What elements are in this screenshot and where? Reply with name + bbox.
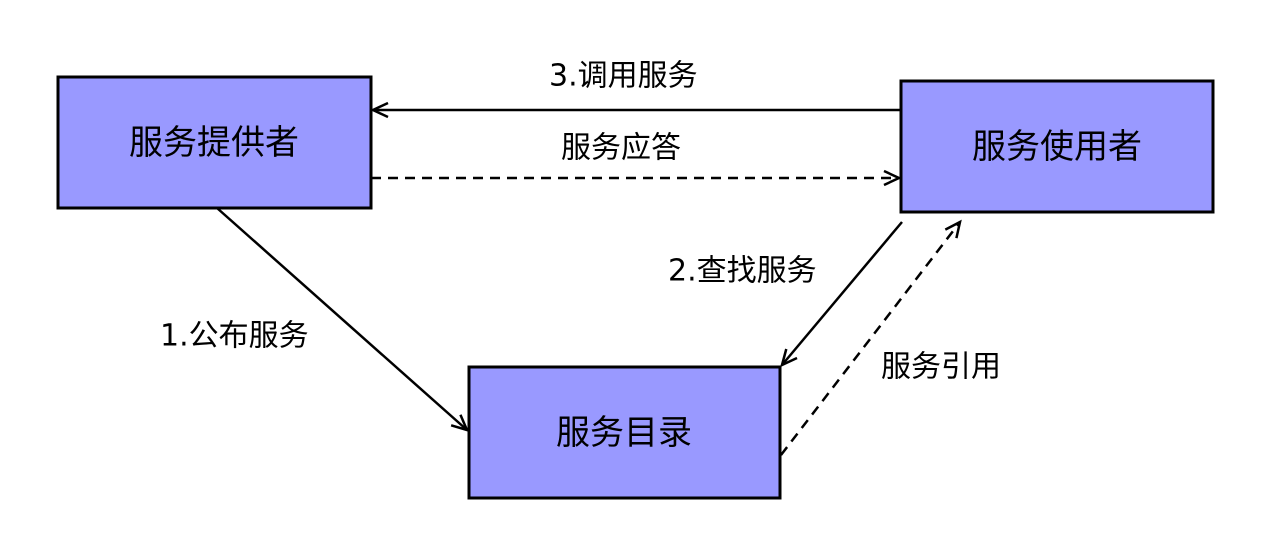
service-consumer-node: 服务使用者 [899,79,1215,214]
service-registry-node: 服务目录 [467,365,782,500]
service-reference-arrow [780,219,962,456]
invoke-service-label: 3.调用服务 [549,59,698,94]
service-consumer-label: 服务使用者 [972,127,1142,167]
service-provider-node: 服务提供者 [56,75,373,210]
publish-service-label: 1.公布服务 [160,319,309,354]
find-service-arrow [780,221,903,368]
service-reference-label: 服务引用 [881,350,1001,385]
service-response-label: 服务应答 [561,131,681,166]
service-provider-label: 服务提供者 [129,123,299,163]
find-service-label: 2.查找服务 [668,254,817,289]
service-registry-label: 服务目录 [556,413,692,453]
publish-service-arrow [216,207,470,432]
